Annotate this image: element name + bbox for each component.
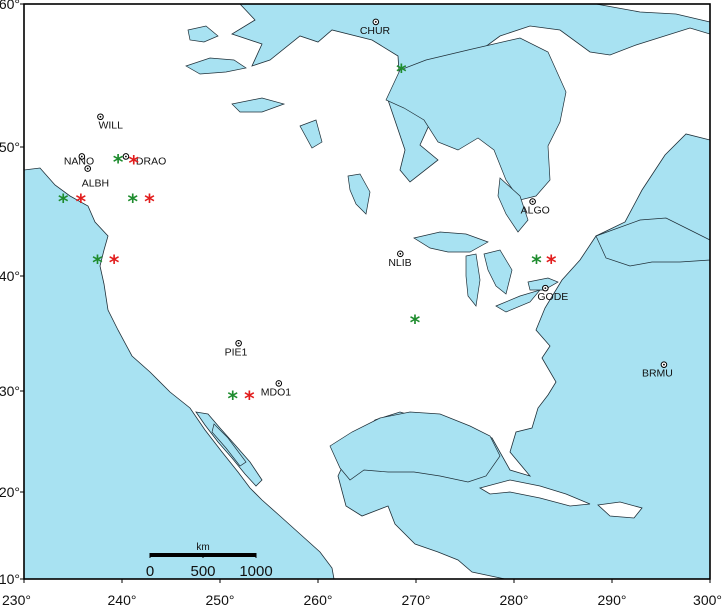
scale-bar: km 0 500 1000 [146,542,273,580]
station-drao-dot [125,155,127,158]
red-marker-1: * [129,151,140,175]
latitude-ticks: 10° 20° 30° 40° 50° 60° [0,0,24,587]
lake-ontario [527,277,559,291]
lat-tick-label-20: 20° [0,484,20,500]
lake-superior [413,231,489,253]
lat-tick-label-40: 40° [0,268,20,284]
red-asterisk-markers: ****** [76,151,557,410]
red-marker-6: * [244,387,255,411]
station-will-dot [99,115,102,118]
station-nano-label: NANO [64,155,94,167]
red-marker-4: * [109,250,120,274]
lon-tick-label-260: 260° [304,592,333,608]
green-marker-7: * [531,250,542,274]
lon-tick-label-230: 230° [2,592,31,608]
hispaniola [597,501,643,519]
lake-huron [483,249,513,295]
station-mdo1-dot [277,382,280,385]
station-gode-dot [544,287,547,290]
green-marker-8: * [410,311,421,335]
station-albh-label: ALBH [82,178,109,190]
gulf-of-mexico [329,411,501,483]
station-albh-dot [86,167,89,170]
scale-bar-label-0: 0 [146,563,154,580]
lake-athabasca [231,97,286,113]
station-drao-label: DRAO [136,155,166,167]
station-will-label: WILL [98,120,123,132]
lake-erie [495,289,542,313]
green-marker-5: * [128,190,139,214]
station-pie1-label: PIE1 [225,346,248,358]
gulf-of-california [211,423,247,467]
station-brmu-label: BRMU [642,368,673,380]
station-chur-label: CHUR [360,25,391,37]
lon-tick-label-250: 250° [206,592,235,608]
hudson-bay [385,37,567,201]
lon-tick-label-280: 280° [500,592,529,608]
station-brmu-dot [663,363,665,366]
station-algo-dot [531,200,534,203]
station-gode-label: GODE [537,291,568,303]
lake-michigan [465,253,481,307]
station-chur-dot [374,20,377,23]
station-nlib-label: NLIB [388,257,411,269]
lat-tick-label-30: 30° [0,383,20,399]
lon-tick-label-300: 300° [693,592,722,608]
green-marker-9: * [228,387,239,411]
station-nano-dot [80,155,83,158]
station-pie1-dot [237,342,240,345]
great-slave-lake [185,57,247,75]
map-frame [23,3,711,580]
lon-tick-label-240: 240° [108,592,137,608]
red-marker-2: * [76,190,87,214]
station-mdo1-label: MDO1 [261,386,291,398]
pacific-west-coast-water [23,167,335,580]
green-marker-4: * [58,190,69,214]
james-bay [497,177,529,233]
lon-tick-label-270: 270° [402,592,431,608]
green-marker-6: * [92,250,103,274]
lat-tick-label-10: 10° [0,571,20,587]
red-marker-3: * [144,190,155,214]
green-asterisk-markers: ********* [58,60,542,411]
lat-tick-label-60: 60° [0,0,20,12]
cuba [478,479,591,507]
inland-waters [185,25,711,483]
reindeer-lake [299,119,323,149]
scale-bar-label-500: 500 [190,563,215,580]
station-nlib-dot [399,252,402,255]
great-bear-lake [187,25,219,43]
green-marker-2: * [396,60,407,84]
station-algo-label: ALGO [521,205,550,217]
gps-stations: CHUR WILL NANO DRAO ALBH ALGO NLIB GODE PIE1MDO1… [64,18,673,398]
longitude-ticks: 230° 240° 250° 260° 270° 280° 290° 300° [2,579,722,608]
lake-winnipeg [347,173,371,215]
lat-tick-label-50: 50° [0,139,20,155]
scale-bar-label-1000: 1000 [239,563,272,580]
scale-bar-unit: km [196,542,209,553]
lon-tick-label-290: 290° [598,592,627,608]
red-marker-5: * [546,250,557,274]
green-marker-3: * [113,150,124,174]
